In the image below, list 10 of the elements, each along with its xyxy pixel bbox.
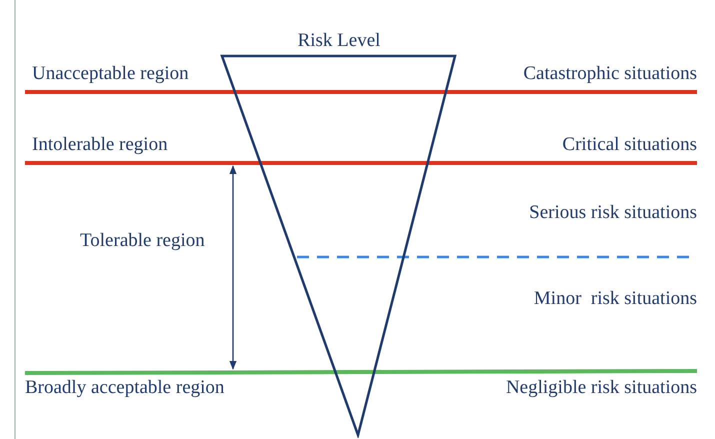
- region-label: Catastrophic situations: [523, 63, 697, 85]
- situation-label: Serious risk situations: [529, 202, 697, 224]
- situation-label: Negligible risk situations: [506, 377, 697, 399]
- region-label: Tolerable region: [80, 230, 205, 252]
- situation-label: Minor risk situations: [534, 288, 697, 310]
- region-label: Broadly acceptable region: [25, 377, 224, 399]
- region-label: Intolerable region: [32, 134, 168, 156]
- triangle-heading: Risk Level: [296, 30, 382, 52]
- region-label: Unacceptable region: [32, 63, 189, 85]
- region-label: Critical situations: [562, 134, 697, 156]
